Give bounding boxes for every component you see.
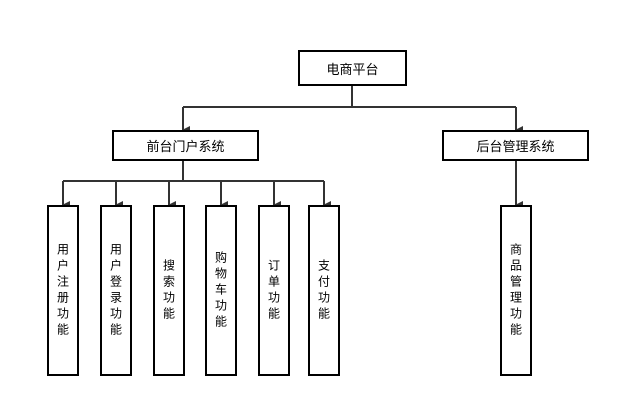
root-connector [183,85,516,108]
back-node: 后台管理系统 [442,130,589,161]
leaf-node: 支付功能 [308,205,340,376]
root-node: 电商平台 [298,50,407,86]
leaf-node: 商品管理功能 [500,205,532,376]
leaf-label: 支付功能 [316,258,331,323]
leaf-node: 搜索功能 [153,205,185,376]
front-node: 前台门户系统 [112,130,259,161]
leaf-node: 用户登录功能 [100,205,132,376]
leaf-node: 购物车功能 [205,205,237,376]
front-label: 前台门户系统 [146,140,225,155]
leaf-label: 用户登录功能 [108,242,123,339]
leaf-node: 用户注册功能 [47,205,79,376]
leaf-label: 购物车功能 [213,250,228,331]
leaf-label: 商品管理功能 [508,242,523,339]
leaf-label: 订单功能 [266,258,281,323]
leaf-label: 用户注册功能 [55,242,70,339]
leaf-node: 订单功能 [258,205,290,376]
root-label: 电商平台 [326,62,379,78]
back-label: 后台管理系统 [476,140,555,155]
leaf-label: 搜索功能 [161,258,176,323]
